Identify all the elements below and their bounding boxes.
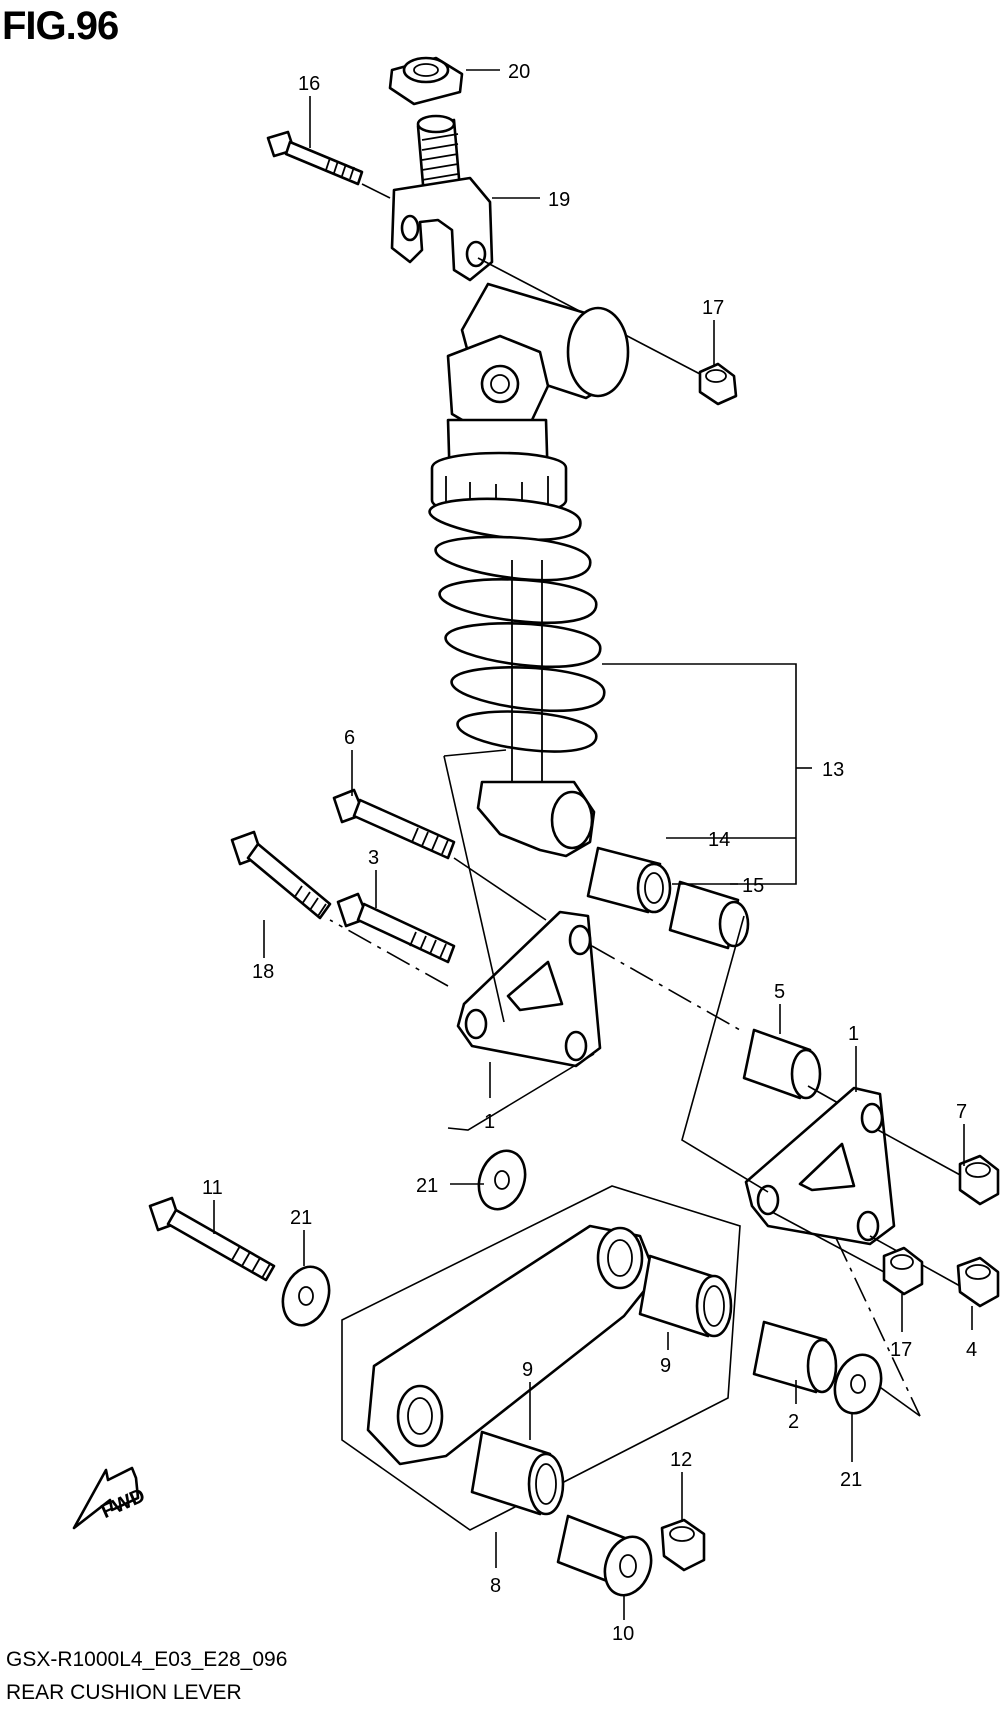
model-code: GSX-R1000L4_E03_E28_096 <box>6 1648 288 1671</box>
callout-1-left: 1 <box>484 1111 495 1133</box>
exploded-parts-diagram: FWD 20 16 19 17 6 13 14 15 3 18 5 1 7 1 … <box>72 56 1000 1640</box>
callout-21-middle: 21 <box>416 1175 438 1197</box>
callout-9-left: 9 <box>522 1359 533 1381</box>
callout-21-left: 21 <box>290 1207 312 1229</box>
part-16-bolt <box>266 130 364 186</box>
part-1-cushion-lever-left <box>456 910 602 1068</box>
part-13-rear-shock-absorber <box>428 334 606 858</box>
part-15-spacer <box>668 880 750 950</box>
part-7-nut <box>958 1154 1000 1206</box>
part-8-cushion-rod <box>366 1224 658 1466</box>
part-18-bolt <box>230 830 332 920</box>
part-group-name: REAR CUSHION LEVER <box>6 1681 242 1704</box>
part-9-bearing-left <box>470 1430 565 1516</box>
part-12-nut <box>660 1518 706 1572</box>
callout-6: 6 <box>344 727 355 749</box>
callout-1-right: 1 <box>848 1023 859 1045</box>
part-4-nut <box>956 1256 1000 1308</box>
callout-16: 16 <box>298 73 320 95</box>
callouts: 20 16 19 17 6 13 14 15 3 18 5 1 7 1 21 1… <box>202 61 977 1640</box>
callout-2: 2 <box>788 1411 799 1433</box>
callout-8: 8 <box>490 1575 501 1597</box>
callout-17-top: 17 <box>702 297 724 319</box>
part-10-collar <box>556 1514 653 1597</box>
part-21-washer-right <box>833 1353 883 1415</box>
part-1-cushion-lever-right <box>744 1086 896 1246</box>
part-5-spacer <box>742 1028 822 1100</box>
part-6-bolt <box>332 788 456 860</box>
part-11-bolt <box>148 1196 276 1282</box>
callout-19: 19 <box>548 189 570 211</box>
part-17-nut-upper <box>698 362 738 406</box>
callout-9-right: 9 <box>660 1355 671 1377</box>
callout-14: 14 <box>708 829 730 851</box>
callout-3: 3 <box>368 847 379 869</box>
callout-11: 11 <box>202 1177 223 1199</box>
callout-5: 5 <box>774 981 785 1003</box>
part-20-nut <box>388 56 464 106</box>
callout-18: 18 <box>252 961 274 983</box>
part-8-group-bracket <box>341 1185 741 1531</box>
part-3-bolt <box>336 892 456 964</box>
part-21-washer-left <box>281 1265 331 1327</box>
callout-4: 4 <box>966 1339 977 1361</box>
callout-13: 13 <box>822 759 844 781</box>
callout-7: 7 <box>956 1101 967 1123</box>
part-9-bearing-right <box>638 1254 733 1338</box>
figure-title: FIG.96 <box>2 4 119 48</box>
callout-17-lower: 17 <box>890 1339 912 1361</box>
callout-20: 20 <box>508 61 530 83</box>
part-14-bearing <box>586 846 672 914</box>
fwd-arrow-icon: FWD <box>72 1466 149 1530</box>
callout-21-right: 21 <box>840 1469 862 1491</box>
callout-12: 12 <box>670 1449 692 1471</box>
part-21-washer-middle <box>477 1149 527 1211</box>
callout-10: 10 <box>612 1623 634 1640</box>
part-17-nut-lower <box>882 1246 924 1296</box>
callout-15: 15 <box>742 875 764 897</box>
part-2-spacer <box>752 1320 838 1394</box>
part-19-upper-bracket <box>390 114 494 282</box>
